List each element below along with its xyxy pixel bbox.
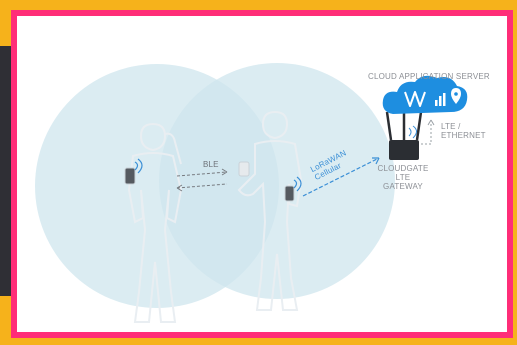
gateway-label: CLOUDGATE LTE GATEWAY xyxy=(377,164,429,191)
coverage-zone-right xyxy=(159,63,395,299)
gateway-router-icon xyxy=(385,108,423,160)
lorawan-link-arrow xyxy=(302,157,380,197)
diagram-panel: BLE LoRaWAN Cellular CLOUD APPLICATION S… xyxy=(17,16,507,332)
network-diagram xyxy=(35,63,468,323)
wearable-tag-left xyxy=(124,167,136,185)
person-right xyxy=(237,110,303,311)
wearable-tag-right xyxy=(284,185,295,202)
ble-link-arrows xyxy=(176,171,228,189)
wifi-icon xyxy=(134,158,143,174)
side-dark-bar xyxy=(0,46,14,296)
cloud-server-icon xyxy=(382,75,468,114)
cloud-server-label: CLOUD APPLICATION SERVER xyxy=(368,72,490,81)
phone-icon xyxy=(238,161,250,177)
lte-ethernet-label: LTE / ETHERNET xyxy=(441,122,486,140)
ble-label: BLE xyxy=(203,160,219,169)
uplink-arrow xyxy=(421,122,432,145)
wifi-icon xyxy=(293,176,302,192)
person-left xyxy=(127,122,183,323)
